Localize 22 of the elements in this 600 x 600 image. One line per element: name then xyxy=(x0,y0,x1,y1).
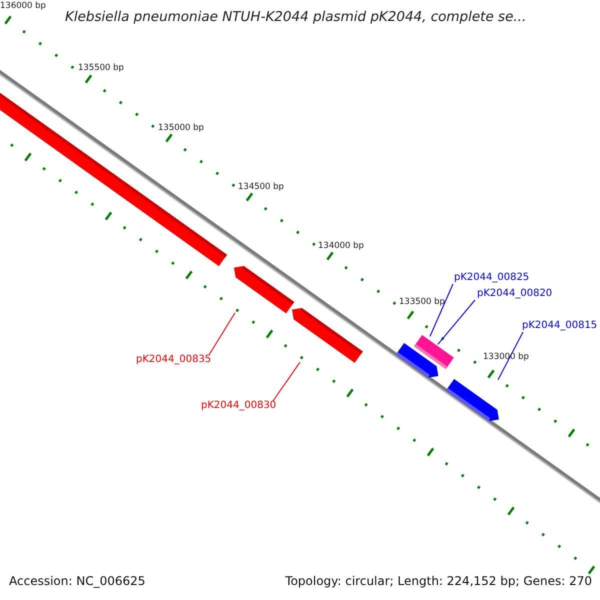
gene-label: pK2044_00820 xyxy=(477,287,552,300)
gene-feature xyxy=(446,378,500,421)
leader-line xyxy=(208,312,236,356)
summary-text: Topology: circular; Length: 224,152 bp; Genes: 270 xyxy=(285,574,592,588)
gene-label: pK2044_00835 xyxy=(136,353,212,366)
accession-text: Accession: NC_006625 xyxy=(9,574,146,588)
gene-feature xyxy=(414,335,454,370)
gene-label: pK2044_00815 xyxy=(522,319,598,332)
leader-line xyxy=(437,300,476,345)
gene-feature xyxy=(234,266,294,314)
title: Klebsiella pneumoniae NTUH-K2044 plasmid pK2044, complete se... xyxy=(65,9,526,25)
gene-feature xyxy=(292,308,363,364)
gene-label: pK2044_00825 xyxy=(454,271,530,284)
tick-label: 134000 bp xyxy=(318,241,364,251)
leader-line xyxy=(430,284,454,337)
tick-label: 135500 bp xyxy=(78,63,124,73)
tick-label: 135000 bp xyxy=(158,123,204,133)
gene-label: pK2044_00830 xyxy=(201,399,276,412)
leader-line xyxy=(272,362,300,402)
tick-label: 133500 bp xyxy=(399,297,445,307)
tick-label: 136000 bp xyxy=(0,1,46,11)
tick-label: 134500 bp xyxy=(238,182,284,192)
